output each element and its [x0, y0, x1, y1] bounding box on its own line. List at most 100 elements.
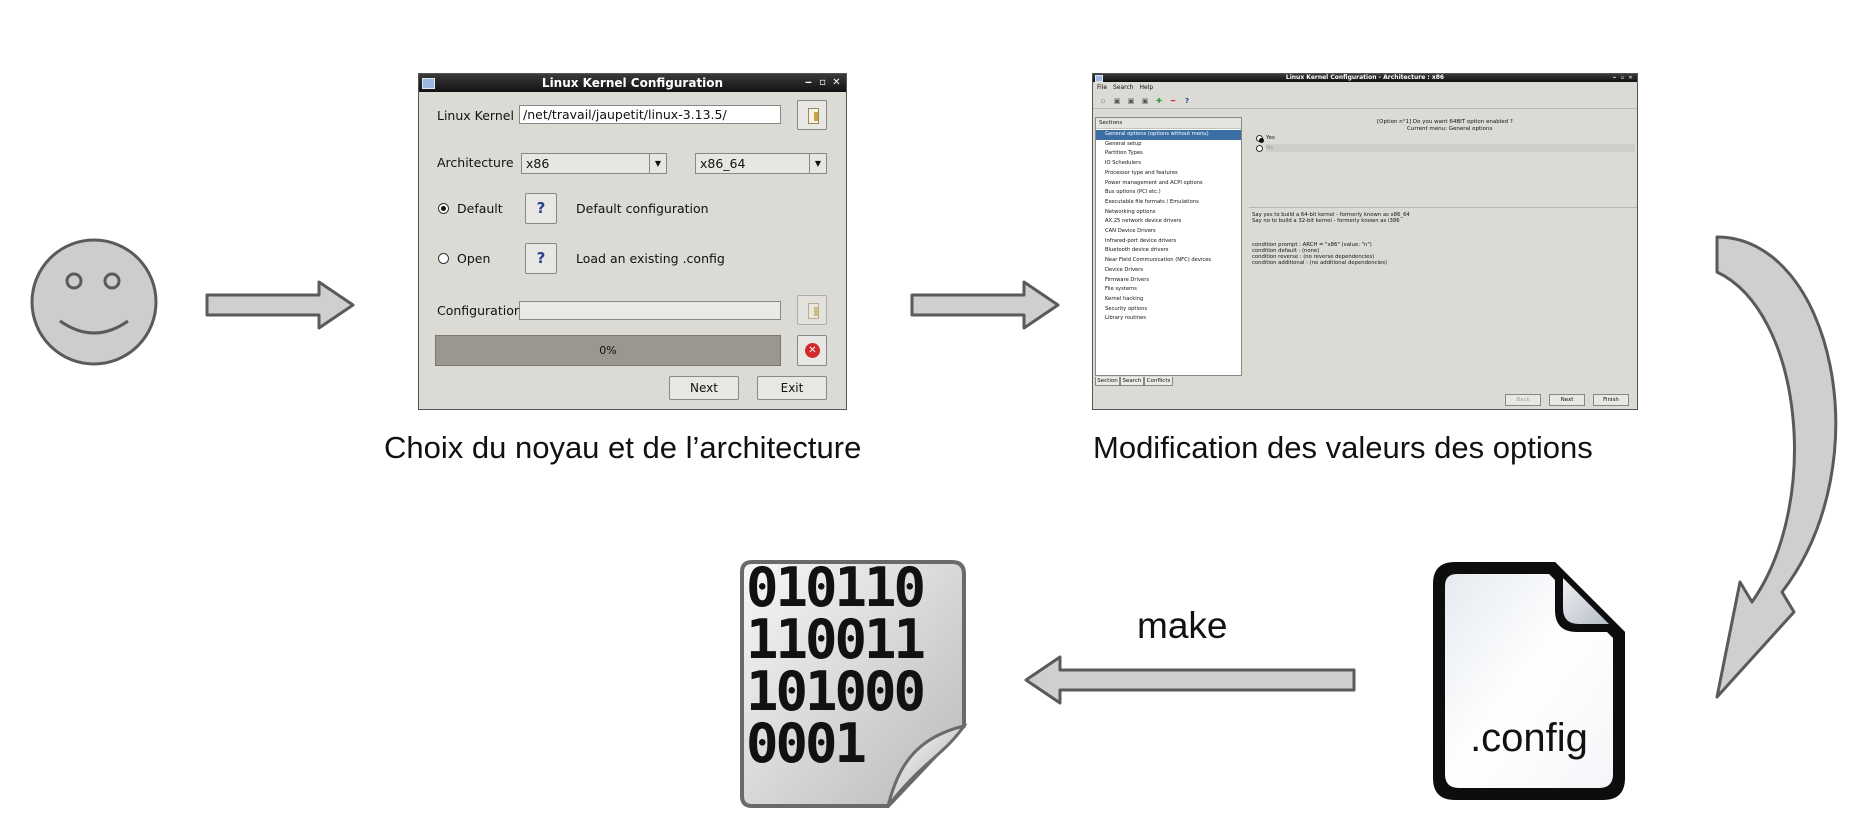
- make-arrow: [1024, 655, 1356, 705]
- menu-file[interactable]: File: [1097, 84, 1108, 91]
- open-label: Open: [457, 251, 491, 266]
- make-label: make: [1137, 605, 1228, 646]
- user-smiley-icon: [30, 238, 158, 366]
- flow-arrow-2: [910, 280, 1060, 330]
- option-question: [Option n°1] Do you want 64BIT option en…: [1377, 119, 1513, 125]
- section-item[interactable]: General setup: [1105, 140, 1142, 147]
- sections-header: Sections: [1096, 118, 1241, 129]
- browse-config-button[interactable]: [797, 295, 827, 325]
- add-icon[interactable]: ✚: [1156, 97, 1162, 105]
- flow-arrow-curved: [1715, 235, 1838, 699]
- section-item[interactable]: Executable file formats / Emulations: [1105, 198, 1199, 205]
- save-as-icon[interactable]: ▣: [1141, 97, 1149, 105]
- binary-line: 101000: [746, 660, 926, 723]
- section-item[interactable]: IO Schedulers: [1105, 160, 1141, 167]
- no-option-row[interactable]: No: [1266, 144, 1635, 152]
- section-item[interactable]: Partition Types: [1105, 150, 1143, 157]
- section-item[interactable]: Near Field Communication (NFC) devices: [1105, 257, 1212, 264]
- next-button[interactable]: Next: [669, 376, 739, 400]
- maximize-icon[interactable]: ▫: [819, 77, 826, 88]
- section-item[interactable]: Firmware Drivers: [1105, 276, 1150, 283]
- tab-section[interactable]: Section: [1095, 377, 1120, 386]
- config-file-icon: [1433, 562, 1625, 800]
- section-item[interactable]: Power management and ACPI options: [1105, 179, 1203, 186]
- configuration-field[interactable]: [519, 301, 781, 320]
- next-button[interactable]: Next: [1549, 394, 1585, 406]
- binary-file-icon: [740, 560, 968, 808]
- open-help-button[interactable]: ?: [525, 243, 557, 274]
- binary-line: 010110: [746, 556, 926, 619]
- window-titlebar: Linux Kernel Configuration ‒ ▫ ✕: [419, 74, 846, 92]
- section-item[interactable]: General options (options without menu): [1096, 130, 1241, 140]
- minimize-icon[interactable]: ‒: [1612, 75, 1617, 81]
- condition-line-2: condition default : (none): [1252, 248, 1320, 254]
- configuration-label: Configuration: [437, 303, 522, 318]
- step2-caption: Modification des valeurs des options: [1093, 430, 1593, 465]
- no-radio[interactable]: [1256, 145, 1263, 152]
- menu-bar: File Search Help: [1093, 83, 1637, 93]
- section-item[interactable]: Infrared-port device drivers: [1105, 237, 1177, 244]
- window-app-icon: [1095, 75, 1103, 82]
- section-item[interactable]: CAN Device Drivers: [1105, 228, 1156, 234]
- kernel-path-field[interactable]: /net/travail/jaupetit/linux-3.13.5/: [519, 105, 781, 124]
- finish-button[interactable]: Finish: [1593, 394, 1629, 406]
- cancel-icon-button[interactable]: [797, 335, 827, 366]
- flow-arrow-1: [205, 280, 355, 330]
- yes-radio[interactable]: [1256, 135, 1264, 143]
- tab-conflicts[interactable]: Conflicts: [1144, 377, 1173, 386]
- menu-help[interactable]: Help: [1139, 84, 1154, 91]
- open-file-icon[interactable]: ▣: [1113, 97, 1121, 105]
- condition-line-4: condition additional : (no additional de…: [1252, 260, 1388, 266]
- section-item[interactable]: Bus options (PCI etc.): [1105, 189, 1161, 196]
- kernel-label: Linux Kernel: [437, 108, 514, 123]
- dropdown-arrow-icon: ▼: [809, 154, 826, 173]
- back-button[interactable]: Back: [1505, 394, 1541, 406]
- binary-line: 110011: [746, 608, 926, 671]
- config-file-label: .config: [1470, 716, 1588, 760]
- no-label: No: [1266, 145, 1274, 151]
- sections-panel: Sections General options (options withou…: [1095, 117, 1242, 376]
- default-radio[interactable]: [438, 203, 449, 214]
- default-help-button[interactable]: ?: [525, 193, 557, 224]
- toolbar: ▫ ▣ ▣ ▣ ✚ ━ ?: [1093, 94, 1637, 109]
- help-icon[interactable]: ?: [1184, 97, 1190, 105]
- kernel-selection-window: Linux Kernel Configuration ‒ ▫ ✕ Linux K…: [418, 73, 847, 410]
- section-item[interactable]: AX.25 network device drivers: [1105, 218, 1182, 225]
- minimize-icon[interactable]: ‒: [805, 77, 812, 88]
- step1-caption: Choix du noyau et de l’architecture: [384, 430, 862, 465]
- remove-icon[interactable]: ━: [1170, 97, 1176, 105]
- open-description: Load an existing .config: [576, 251, 725, 266]
- help-line-1: Say yes to build a 64-bit kernel - forme…: [1252, 212, 1410, 218]
- current-menu: Current menu: General options: [1407, 126, 1493, 132]
- section-item[interactable]: Security options: [1105, 305, 1148, 312]
- section-item[interactable]: Networking options: [1105, 208, 1156, 215]
- progress-bar: 0%: [435, 335, 781, 366]
- section-item[interactable]: Library routines: [1105, 315, 1146, 322]
- subarchitecture-select[interactable]: x86_64 ▼: [695, 153, 827, 174]
- save-icon[interactable]: ▣: [1127, 97, 1135, 105]
- architecture-label: Architecture: [437, 155, 514, 170]
- open-radio[interactable]: [438, 253, 449, 264]
- binary-text: 010110 110011 101000 0001: [746, 556, 956, 771]
- tab-search[interactable]: Search: [1120, 377, 1144, 386]
- architecture-select[interactable]: x86 ▼: [521, 153, 667, 174]
- close-icon[interactable]: ✕: [1628, 75, 1633, 81]
- section-item[interactable]: File systems: [1105, 286, 1137, 293]
- default-description: Default configuration: [576, 201, 709, 216]
- new-file-icon[interactable]: ▫: [1100, 97, 1106, 105]
- section-item[interactable]: Bluetooth device drivers: [1105, 247, 1169, 254]
- section-item[interactable]: Device Drivers: [1105, 266, 1144, 273]
- window-titlebar: Linux Kernel Configuration - Architectur…: [1093, 74, 1637, 82]
- section-item[interactable]: Processor type and features: [1105, 169, 1178, 176]
- section-item[interactable]: Kernel hacking: [1105, 295, 1144, 302]
- subarchitecture-value: x86_64: [700, 156, 746, 171]
- menu-search[interactable]: Search: [1112, 84, 1134, 91]
- help-line-2: Say no to build a 32-bit kernel - former…: [1252, 218, 1400, 224]
- window-app-icon: [422, 78, 435, 89]
- browse-kernel-button[interactable]: [797, 100, 827, 130]
- maximize-icon[interactable]: ▫: [1620, 75, 1625, 81]
- close-icon[interactable]: ✕: [832, 77, 841, 88]
- default-label: Default: [457, 201, 503, 216]
- condition-line-1: condition prompt : ARCH = "x86" (value: …: [1252, 242, 1372, 248]
- exit-button[interactable]: Exit: [757, 376, 827, 400]
